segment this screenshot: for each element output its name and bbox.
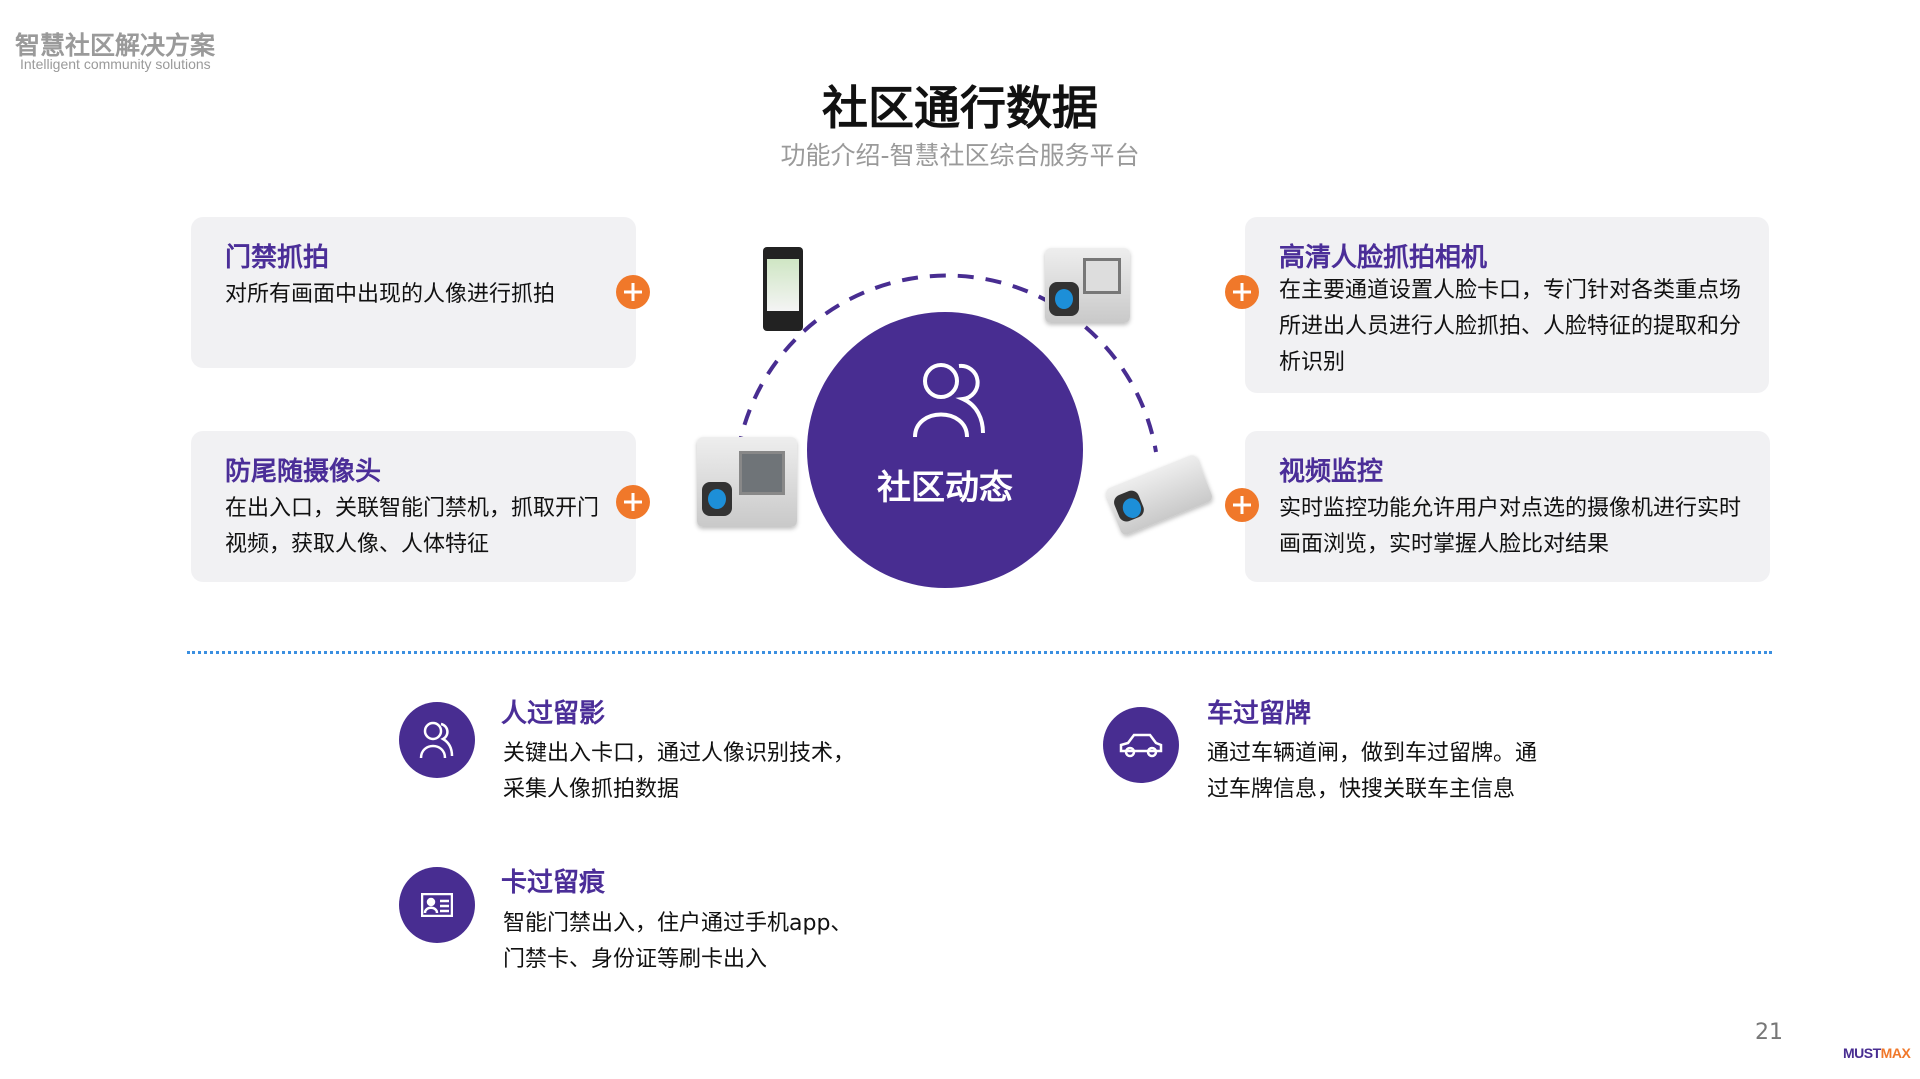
feature-icon-bg (1103, 707, 1179, 783)
feature-text: 关键出入卡口，通过人像识别技术， (503, 741, 856, 766)
people-icon (913, 363, 985, 438)
card-video-surveillance: 视频监控 实时监控功能允许用户对点选的摄像机进行实时画面浏览，实时掌握人脸比对结… (1245, 431, 1770, 582)
card-text: 实时监控功能允许用户对点选的摄像机进行实时画面浏览，实时掌握人脸比对结果 (1279, 496, 1742, 557)
plus-icon[interactable] (616, 485, 650, 519)
card-title: 门禁抓拍 (225, 243, 330, 273)
access-terminal-device (763, 247, 803, 331)
plus-icon[interactable] (616, 275, 650, 309)
card-text: 对所有画面中出现的人像进行抓拍 (225, 282, 556, 307)
plus-icon[interactable] (1225, 488, 1259, 522)
logo-title: 智慧社区解决方案 (15, 31, 216, 60)
card-hd-face-camera: 高清人脸抓拍相机 在主要通道设置人脸卡口，专门针对各类重点场所进出人员进行人脸抓… (1245, 217, 1769, 393)
card-text: 在主要通道设置人脸卡口，专门针对各类重点场所进出人员进行人脸抓拍、人脸特征的提取… (1279, 278, 1742, 375)
logo-subtitle: Intelligent community solutions (20, 56, 211, 72)
card-text: 在出入口，关联智能门禁机，抓取开门视频，获取人像、人体特征 (225, 496, 600, 557)
face-camera-device (1045, 248, 1130, 323)
dashed-arc (736, 273, 1158, 453)
card-anti-tailgating: 防尾随摄像头 在出入口，关联智能门禁机，抓取开门视频，获取人像、人体特征 (191, 431, 636, 582)
card-access-capture: 门禁抓拍 对所有画面中出现的人像进行抓拍 (191, 217, 636, 368)
plus-icon[interactable] (1225, 275, 1259, 309)
car-icon (1119, 733, 1163, 758)
feature-title: 车过留牌 (1207, 699, 1312, 729)
people-icon (419, 721, 454, 759)
id-card-icon (421, 893, 453, 917)
brand-logo: MUSTMAX (1843, 1045, 1911, 1061)
brand-part: MAX (1880, 1045, 1911, 1061)
card-title: 视频监控 (1279, 457, 1384, 487)
card-title: 高清人脸抓拍相机 (1279, 243, 1488, 273)
brand-part: MUST (1843, 1045, 1881, 1061)
section-divider (187, 651, 1772, 654)
feature-text: 采集人像抓拍数据 (503, 777, 680, 802)
feature-title: 卡过留痕 (501, 868, 606, 898)
page-title: 社区通行数据 (822, 81, 1098, 135)
feature-icon-bg (399, 702, 475, 778)
page-subtitle: 功能介绍-智慧社区综合服务平台 (780, 141, 1140, 170)
feature-title: 人过留影 (501, 699, 606, 729)
anti-tailgating-camera-device (697, 437, 797, 527)
feature-icon-bg (399, 867, 475, 943)
feature-text: 通过车辆道闸，做到车过留牌。通 (1207, 741, 1538, 766)
feature-text: 智能门禁出入，住户通过手机app、 (503, 911, 853, 936)
community-hub: 社区动态 (807, 312, 1083, 588)
hub-label: 社区动态 (877, 468, 1013, 508)
feature-text: 门禁卡、身份证等刷卡出入 (503, 947, 768, 972)
page-number: 21 (1755, 1020, 1783, 1045)
card-title: 防尾随摄像头 (225, 457, 382, 487)
feature-text: 过车牌信息，快搜关联车主信息 (1207, 777, 1516, 802)
